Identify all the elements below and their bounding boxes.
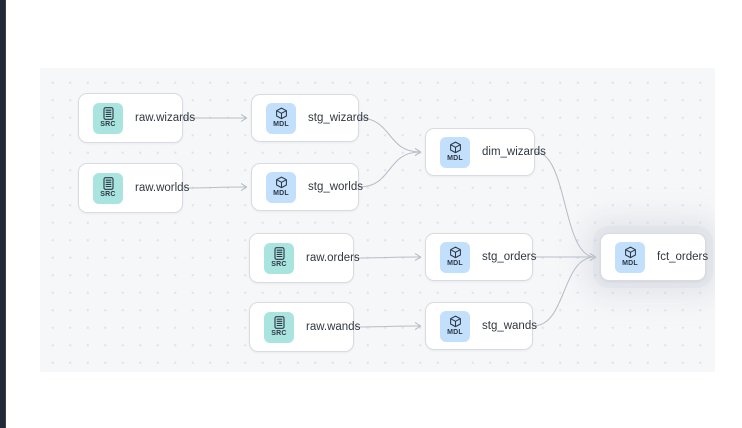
- node-label: stg_worlds: [308, 181, 363, 193]
- lineage-edge-arrowhead: [414, 322, 422, 330]
- node-label: stg_wizards: [308, 112, 369, 124]
- lineage-node-raw_wizards[interactable]: SRC raw.wizards: [78, 93, 195, 143]
- node-kind-code: MDL: [447, 260, 463, 267]
- cube-icon: MDL: [266, 102, 296, 134]
- lineage-edge-stg_worlds-to-dim_wizards: [358, 151, 421, 188]
- database-icon: SRC: [264, 311, 294, 343]
- node-kind-code: MDL: [447, 329, 463, 336]
- lineage-node-stg_wands[interactable]: MDL stg_wands: [425, 302, 537, 350]
- node-label: dim_wizards: [482, 146, 546, 158]
- lineage-node-raw_orders[interactable]: SRC raw.orders: [249, 233, 360, 283]
- cube-icon: MDL: [440, 310, 470, 342]
- cube-icon: MDL: [440, 136, 470, 168]
- node-label: raw.orders: [306, 252, 360, 264]
- node-label: stg_orders: [482, 251, 537, 263]
- lineage-node-fct_orders[interactable]: MDL fct_orders: [600, 233, 709, 281]
- lineage-edge-arrowhead: [589, 253, 597, 261]
- lineage-node-raw_worlds[interactable]: SRC raw.worlds: [78, 163, 189, 213]
- lineage-edge-arrowhead: [240, 114, 248, 122]
- lineage-node-stg_orders[interactable]: MDL stg_orders: [425, 233, 537, 281]
- cube-icon: MDL: [615, 241, 645, 273]
- app-left-rail-divider: [5, 0, 6, 428]
- app-left-rail: [0, 0, 6, 428]
- lineage-edge-arrowhead: [414, 148, 422, 156]
- lineage-node-raw_wands[interactable]: SRC raw.wands: [249, 302, 360, 352]
- lineage-edge-raw_worlds-to-stg_worlds: [182, 186, 247, 189]
- lineage-edge-arrowhead: [414, 148, 422, 156]
- cube-icon: MDL: [440, 241, 470, 273]
- node-kind-code: SRC: [100, 191, 116, 198]
- lineage-edge-arrowhead: [589, 253, 597, 261]
- lineage-node-stg_wizards[interactable]: MDL stg_wizards: [251, 94, 369, 142]
- node-kind-code: MDL: [447, 155, 463, 162]
- lineage-edge-raw_orders-to-stg_orders: [353, 256, 421, 259]
- lineage-edge-arrowhead: [589, 253, 597, 261]
- database-icon: SRC: [264, 242, 294, 274]
- database-icon: SRC: [93, 102, 123, 134]
- lineage-node-stg_worlds[interactable]: MDL stg_worlds: [251, 163, 363, 211]
- node-kind-code: SRC: [271, 261, 287, 268]
- node-label: fct_orders: [657, 251, 709, 263]
- node-kind-code: MDL: [622, 260, 638, 267]
- node-kind-code: MDL: [273, 190, 289, 197]
- node-kind-code: MDL: [273, 121, 289, 128]
- node-kind-code: SRC: [100, 121, 116, 128]
- node-label: raw.wands: [306, 321, 361, 333]
- node-label: raw.wizards: [135, 112, 196, 124]
- lineage-edge-arrowhead: [414, 253, 422, 261]
- node-label: stg_wands: [482, 320, 537, 332]
- lineage-node-dim_wizards[interactable]: MDL dim_wizards: [425, 128, 546, 176]
- lineage-edge-raw_wands-to-stg_wands: [353, 325, 421, 328]
- cube-icon: MDL: [266, 171, 296, 203]
- lineage-edge-stg_wands-to-fct_orders: [532, 256, 596, 327]
- node-kind-code: SRC: [271, 330, 287, 337]
- database-icon: SRC: [93, 172, 123, 204]
- lineage-edge-arrowhead: [240, 183, 248, 191]
- lineage-edge-dim_wizards-to-fct_orders: [534, 151, 596, 258]
- node-label: raw.worlds: [135, 182, 190, 194]
